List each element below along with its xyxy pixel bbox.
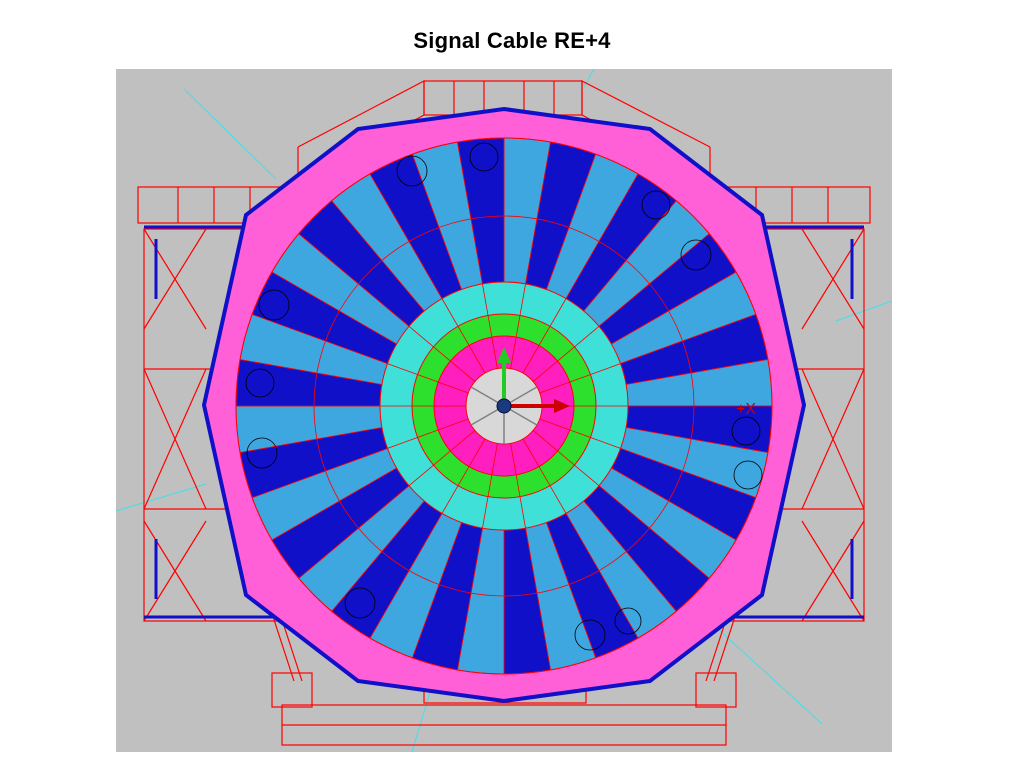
outer-ring-outline bbox=[235, 137, 773, 675]
hub-spoke bbox=[441, 298, 486, 374]
hub-spoke bbox=[539, 363, 621, 394]
hub-spoke bbox=[482, 283, 498, 369]
cable-markers bbox=[245, 142, 763, 651]
origin-marker bbox=[496, 398, 512, 414]
mid-ring-outline bbox=[313, 215, 695, 597]
hub-spoke bbox=[510, 443, 526, 529]
hub-spoke bbox=[510, 283, 526, 369]
slide-title: Signal Cable RE+4 bbox=[413, 28, 611, 53]
hub-spoke bbox=[522, 438, 567, 514]
hub-spoke bbox=[387, 363, 469, 394]
hub-spoke bbox=[522, 298, 567, 374]
x-axis-label: +X bbox=[736, 401, 756, 418]
hub-spoke bbox=[408, 430, 476, 487]
hub-spoke bbox=[441, 438, 486, 514]
y-axis-arrowhead bbox=[497, 347, 511, 363]
hub-spoke bbox=[539, 418, 621, 449]
hub-spoke bbox=[408, 325, 476, 382]
cad-view: +X bbox=[116, 69, 892, 752]
hub-spoke bbox=[532, 430, 600, 487]
hub-spoke bbox=[387, 418, 469, 449]
chamber-wedges bbox=[235, 137, 773, 675]
x-axis-arrowhead bbox=[554, 399, 570, 413]
axis-arrows bbox=[496, 347, 570, 414]
hub-spoke bbox=[482, 443, 498, 529]
hub-spoke bbox=[532, 325, 600, 382]
